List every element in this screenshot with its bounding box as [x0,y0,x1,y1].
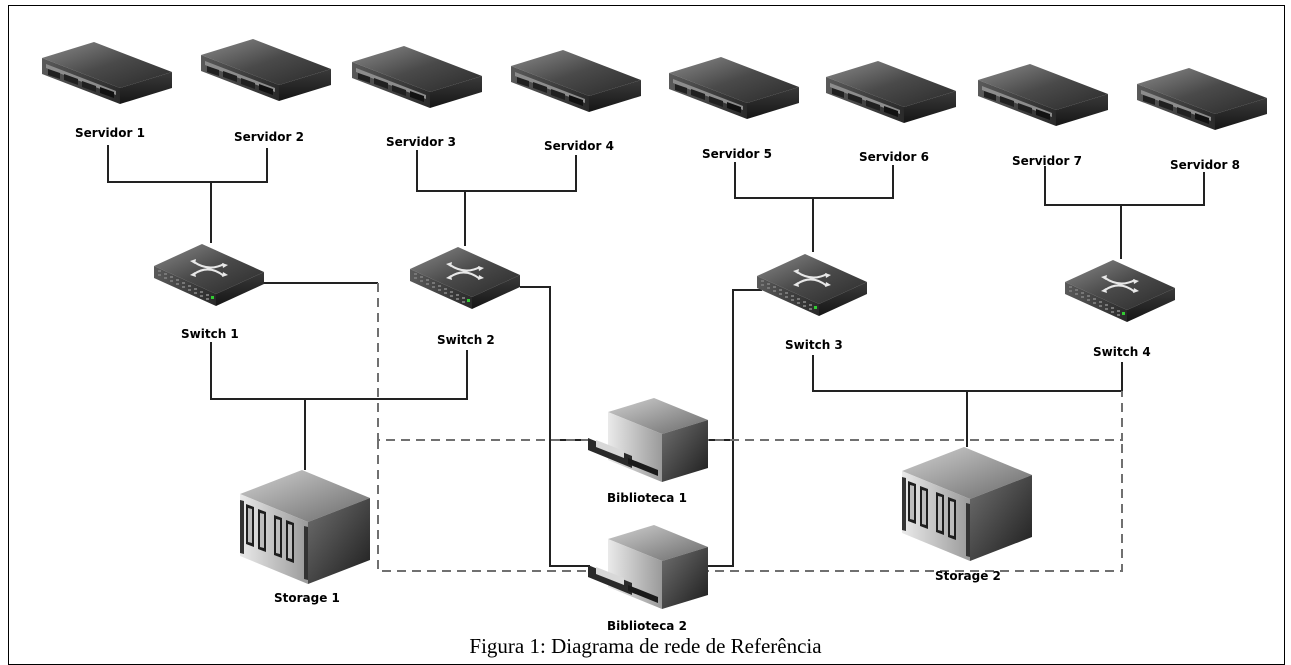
switch-3 [756,253,868,317]
server-7-label: Servidor 7 [1012,154,1082,168]
switch-1 [153,243,265,307]
storage-1-label: Storage 1 [274,591,340,605]
server-2 [201,39,331,101]
server-4-label: Servidor 4 [544,139,614,153]
server-3-label: Servidor 3 [386,135,456,149]
switch-1-label: Switch 1 [181,327,239,341]
server-8 [1137,68,1267,130]
server-5 [669,57,799,119]
server-4 [511,50,641,112]
dashed-links [377,283,1123,572]
switch-2 [409,246,521,310]
library-1 [588,398,708,482]
server-6-label: Servidor 6 [859,150,929,164]
switch-4 [1064,259,1176,323]
solid-links [107,145,1205,567]
server-5-label: Servidor 5 [702,147,772,161]
storage-2-label: Storage 2 [935,569,1001,583]
server-6 [826,61,956,123]
server-1 [42,42,172,104]
server-8-label: Servidor 8 [1170,158,1240,172]
server-3 [352,46,482,108]
server-2-label: Servidor 2 [234,130,304,144]
figure-caption: Figura 1: Diagrama de rede de Referência [469,634,822,658]
library-2-label: Biblioteca 2 [607,619,687,633]
storage-1 [240,470,370,584]
storage-2 [902,447,1032,561]
library-1-label: Biblioteca 1 [607,491,687,505]
server-1-label: Servidor 1 [75,126,145,140]
switch-2-label: Switch 2 [437,333,495,347]
server-7 [978,64,1108,126]
library-2 [588,525,708,609]
switch-3-label: Switch 3 [785,338,843,352]
switch-4-label: Switch 4 [1093,345,1151,359]
